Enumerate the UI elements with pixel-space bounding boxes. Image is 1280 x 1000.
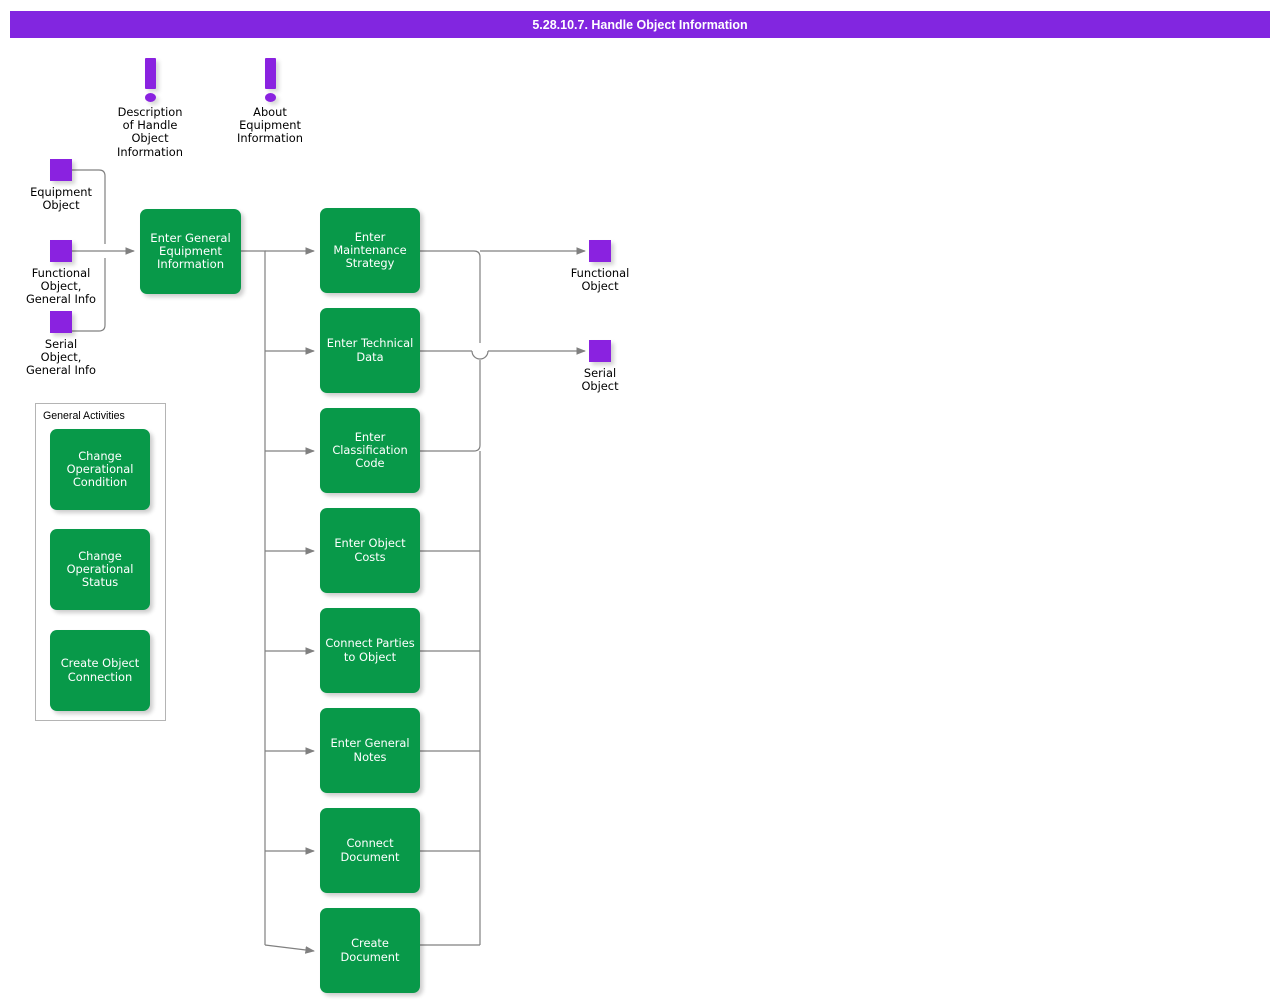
activity-create-document[interactable]: Create Document xyxy=(320,908,420,993)
object-square-icon xyxy=(50,240,72,262)
exclamation-icon xyxy=(265,58,276,89)
note-label: About Equipment Information xyxy=(237,105,303,146)
wire-branch-8 xyxy=(264,944,315,954)
activity-enter-maintenance-strategy[interactable]: Enter Maintenance Strategy xyxy=(320,208,420,293)
wire-collect-1 xyxy=(420,250,481,343)
object-label: Serial Object, General Info xyxy=(25,337,97,378)
activity-create-object-connection[interactable]: Create Object Connection xyxy=(50,630,150,711)
page-title: 5.28.10.7. Handle Object Information xyxy=(10,11,1270,38)
exclamation-dot-icon xyxy=(145,93,156,102)
general-activities-title: General Activities xyxy=(43,410,125,422)
object-square-icon xyxy=(589,240,611,262)
wire-main-trunk xyxy=(241,250,266,945)
object-square-icon xyxy=(589,340,611,362)
activity-enter-object-costs[interactable]: Enter Object Costs xyxy=(320,508,420,593)
activity-enter-classification-code[interactable]: Enter Classification Code xyxy=(320,408,420,493)
object-label: Equipment Object xyxy=(30,185,92,213)
activity-enter-general-equipment-information[interactable]: Enter General Equipment Information xyxy=(140,209,241,294)
object-node-functional-object[interactable]: Functional Object xyxy=(571,240,629,293)
note-label: Description of Handle Object Information xyxy=(117,105,183,159)
wire-hop-crossing xyxy=(471,350,489,360)
activity-connect-document[interactable]: Connect Document xyxy=(320,808,420,893)
activity-connect-parties-to-object[interactable]: Connect Parties to Object xyxy=(320,608,420,693)
wire-collect-3 xyxy=(420,360,481,452)
activity-enter-technical-data[interactable]: Enter Technical Data xyxy=(320,308,420,393)
exclamation-dot-icon xyxy=(265,93,276,102)
object-node-serial-object-general-info[interactable]: Serial Object, General Info xyxy=(26,311,96,377)
note-description-of-handle-object-information: Description of Handle Object Information xyxy=(117,58,183,158)
object-node-equipment-object[interactable]: Equipment Object xyxy=(30,159,92,212)
activity-enter-general-notes[interactable]: Enter General Notes xyxy=(320,708,420,793)
note-about-equipment-information: About Equipment Information xyxy=(237,58,303,145)
object-square-icon xyxy=(50,159,72,181)
object-label: Functional Object xyxy=(570,266,630,294)
general-activities-group: General Activities xyxy=(35,403,166,721)
object-label: Serial Object xyxy=(581,366,619,394)
activity-change-operational-condition[interactable]: Change Operational Condition xyxy=(50,429,150,510)
object-node-functional-object-general-info[interactable]: Functional Object, General Info xyxy=(26,240,96,306)
activity-change-operational-status[interactable]: Change Operational Status xyxy=(50,529,150,610)
object-square-icon xyxy=(50,311,72,333)
exclamation-icon xyxy=(145,58,156,89)
object-label: Functional Object, General Info xyxy=(25,266,97,307)
object-node-serial-object[interactable]: Serial Object xyxy=(581,340,619,393)
